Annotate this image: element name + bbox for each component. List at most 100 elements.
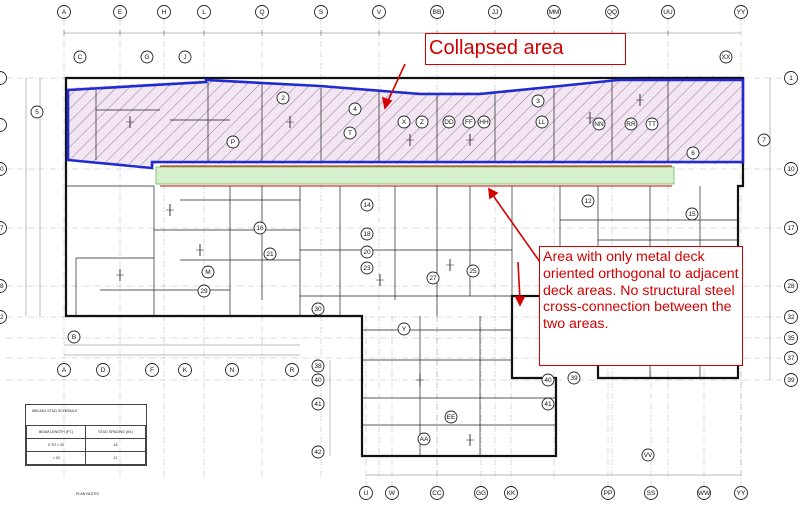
grid-bubble-label: A — [62, 9, 67, 16]
grid-bubble-label: D — [101, 367, 106, 374]
grid-bubble-label: 2 — [281, 95, 285, 102]
grid-bubble-right: 35 — [784, 331, 798, 345]
grid-bubble-label: 41 — [314, 401, 322, 408]
grid-bubble-interior: P — [226, 135, 240, 149]
grid-bubble-top: A — [57, 5, 71, 19]
collapsed-area-callout: Collapsed area — [425, 33, 626, 65]
grid-bubble-label: 25 — [469, 268, 477, 275]
grid-bubble-label: 17 — [0, 225, 4, 232]
grid-bubble-interior: AA — [417, 432, 431, 446]
grid-bubble-interior: 4 — [348, 102, 362, 116]
grid-bubble-label: KK — [507, 490, 516, 497]
grid-bubble-interior: 23 — [360, 261, 374, 275]
legend-header: BEAM LENGTH (FT.) — [25, 425, 87, 439]
grid-bubble-label: G — [144, 54, 149, 61]
grid-bubble-label: X — [402, 119, 407, 126]
grid-bubble-label: 28 — [787, 283, 795, 290]
legend-table: BEAM LENGTH (FT.) STUD SPACING (IN.) 0 T… — [25, 425, 146, 465]
grid-bubble-label: H — [162, 9, 167, 16]
grid-bubble-label: 30 — [314, 306, 322, 313]
grid-bubble-label: QQ — [607, 9, 617, 16]
grid-bubble-bottom: WW — [697, 486, 711, 500]
grid-bubble-label: 41 — [544, 401, 552, 408]
grid-bubble-bottom: CC — [430, 486, 444, 500]
metal-deck-callout: Area with only metal deck oriented ortho… — [539, 246, 743, 366]
grid-bubble-label: NN — [594, 121, 604, 128]
grid-bubble-top: J — [178, 50, 192, 64]
grid-bubble-bottom: PP — [601, 486, 615, 500]
grid-bubble-interior: 40 — [541, 373, 555, 387]
grid-bubble-right: 32 — [784, 310, 798, 324]
grid-bubble-label: Q — [259, 9, 264, 16]
grid-bubble-label: C — [78, 54, 83, 61]
grid-bubble-label: 12 — [584, 198, 592, 205]
grid-bubble-interior: 25 — [466, 264, 480, 278]
grid-bubble-top: C — [73, 50, 87, 64]
grid-bubble-label: RR — [626, 121, 636, 128]
grid-bubble-label: 3 — [536, 98, 540, 105]
grid-bubble-bottom: R — [285, 363, 299, 377]
grid-bubble-top: QQ — [605, 5, 619, 19]
grid-bubble-label: 35 — [787, 335, 795, 342]
grid-bubble-label: P — [231, 139, 235, 146]
grid-bubble-label: Z — [420, 119, 424, 126]
legend-header: STUD SPACING (IN.) — [85, 425, 146, 439]
grid-bubble-label: L — [202, 9, 206, 16]
grid-bubble-right: 37 — [784, 351, 798, 365]
grid-bubble-bottom: W — [385, 486, 399, 500]
grid-bubble-top: Q — [255, 5, 269, 19]
grid-bubble-label: XX — [722, 54, 731, 61]
grid-bubble-right: 10 — [784, 162, 798, 176]
grid-bubble-label: HH — [479, 119, 489, 126]
grid-bubble-bottom: F — [145, 363, 159, 377]
grid-bubble-label: 17 — [787, 225, 795, 232]
grid-bubble-label: FF — [465, 119, 473, 126]
grid-bubble-label: 37 — [787, 355, 795, 362]
grid-bubble-label: EE — [447, 414, 456, 421]
grid-bubble-interior: VV — [641, 448, 655, 462]
grid-bubble-bottom: YY — [734, 486, 748, 500]
grid-bubble-bottom: GG — [474, 486, 488, 500]
grid-bubble-interior: 39 — [567, 371, 581, 385]
grid-bubble-label: 32 — [0, 314, 4, 321]
grid-bubble-label: 5 — [35, 109, 39, 116]
legend-cell: 0 TO < 20 — [25, 438, 87, 452]
grid-bubble-label: 10 — [0, 166, 4, 173]
grid-bubble-label: K — [183, 367, 188, 374]
grid-bubble-interior: 29 — [197, 284, 211, 298]
grid-bubble-label: DD — [444, 119, 454, 126]
grid-bubble-label: W — [389, 490, 396, 497]
grid-bubble-label: 4 — [353, 106, 357, 113]
building-outline — [64, 76, 745, 458]
collapsed-area-boundary — [66, 78, 745, 170]
grid-bubble-bottom: D — [96, 363, 110, 377]
grid-bubble-interior: EE — [444, 410, 458, 424]
grid-bubble-interior: 15 — [685, 207, 699, 221]
grid-bubble-label: 39 — [787, 377, 795, 384]
grid-bubble-interior: NN — [592, 117, 606, 131]
grid-bubble-interior: 7 — [757, 133, 771, 147]
grid-bubble-interior: 38 — [311, 359, 325, 373]
grid-bubble-label: 39 — [570, 375, 578, 382]
grid-bubble-label: AA — [420, 436, 429, 443]
grid-bubble-interior: HH — [477, 115, 491, 129]
legend-title: MIN ADJ STUD SCHEDULE — [32, 409, 78, 413]
grid-bubble-interior: Z — [415, 115, 429, 129]
grid-bubble-interior: 5 — [30, 105, 44, 119]
grid-bubble-interior: 40 — [311, 373, 325, 387]
grid-bubble-interior: TT — [645, 117, 659, 131]
grid-bubble-interior: 18 — [360, 227, 374, 241]
metal-deck-strip — [155, 166, 675, 185]
grid-bubble-bottom: N — [225, 363, 239, 377]
grid-bubble-right: 39 — [784, 373, 798, 387]
grid-bubble-label: 1 — [789, 75, 793, 82]
grid-bubble-label: SS — [647, 490, 656, 497]
grid-bubble-label: PP — [604, 490, 613, 497]
grid-bubble-top: UU — [661, 5, 675, 19]
grid-bubble-bottom: SS — [644, 486, 658, 500]
grid-bubble-top: S — [314, 5, 328, 19]
grid-bubble-label: 29 — [200, 288, 208, 295]
grid-bubble-interior: 21 — [263, 247, 277, 261]
grid-bubble-left — [0, 71, 7, 85]
grid-bubble-interior: RR — [624, 117, 638, 131]
